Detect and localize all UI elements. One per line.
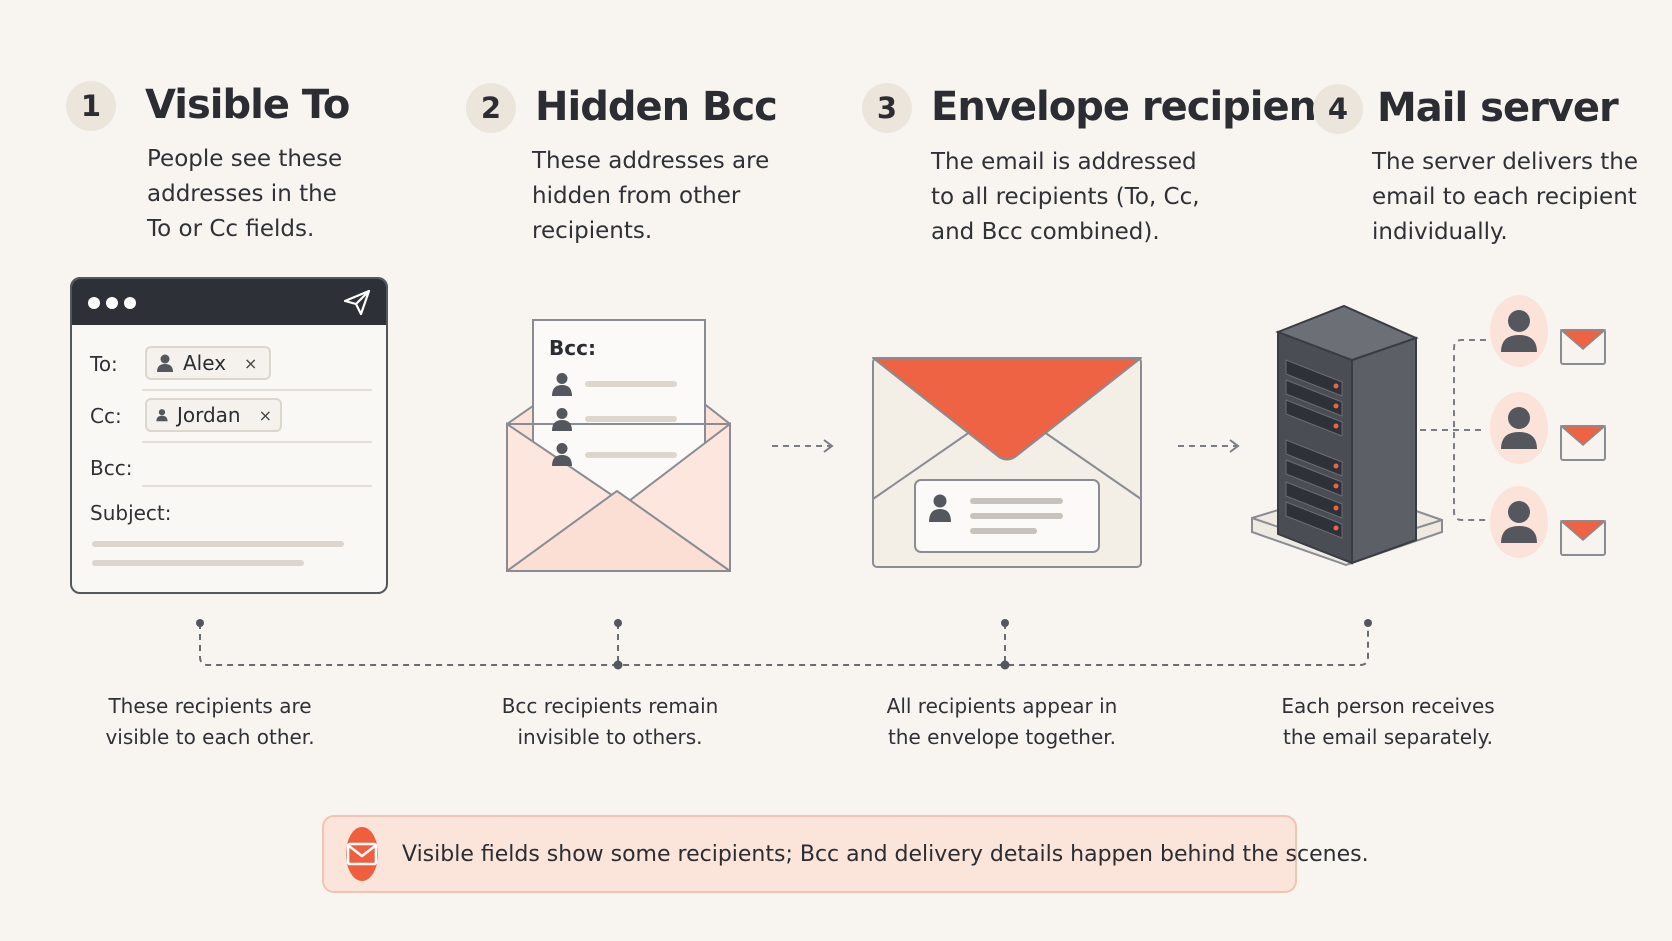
step-2-title: Hidden Bcc [535,84,778,130]
to-recipient-chip[interactable]: Alex × [145,346,271,380]
to-recipient-name: Alex [183,351,227,375]
summary-banner-text: Visible fields show some recipients; Bcc… [402,841,1369,867]
delivery-branch-lines [1420,339,1486,521]
dashed-arrow-icon [772,439,834,453]
bcc-field-divider [142,485,372,487]
step-1-description: People see these addresses in the To or … [147,146,343,242]
mail-icon [346,827,378,881]
recipient-mail-icon [1560,329,1606,365]
person-icon [929,494,951,522]
recipient-avatar-icon [1490,486,1548,558]
bcc-label: Bcc: [90,456,133,480]
send-icon [343,289,371,316]
person-icon [156,409,168,422]
recipient-mail-icon [1560,520,1606,556]
remove-icon[interactable]: × [244,353,258,373]
person-icon [552,443,572,466]
window-dot-icon [106,297,118,309]
step-3-caption: All recipients appear in the envelope to… [886,694,1118,749]
person-icon [552,373,572,396]
recipient-mail-icon [1560,425,1606,461]
window-dot-icon [88,297,100,309]
dashed-arrow-icon [1178,439,1240,453]
envelope-recipient-illustration [872,357,1142,568]
hidden-address-line [585,452,677,458]
step-1-caption: These recipients are visible to each oth… [105,694,315,749]
bcc-envelope-illustration [506,319,731,572]
person-icon [157,354,173,372]
step-3-description: The email is addressed to all recipients… [931,149,1200,245]
step-1-title: Visible To [145,82,350,128]
subject-label: Subject: [90,501,172,525]
summary-banner: Visible fields show some recipients; Bcc… [322,815,1369,893]
step-3-number: 3 [862,83,912,133]
composer-title-bar [72,279,386,325]
step-1-number: 1 [66,81,116,131]
cc-recipient-chip[interactable]: Jordan × [145,398,282,432]
step-2-number: 2 [466,83,516,133]
caption-connector-line [196,619,1372,670]
hidden-address-line [585,416,677,422]
to-label: To: [90,352,118,376]
mail-server-illustration [1251,304,1443,567]
step-4-title: Mail server [1377,85,1619,131]
step-4-caption: Each person receives the email separatel… [1281,694,1495,749]
bcc-letter-label: Bcc: [549,336,596,360]
cc-recipient-name: Jordan [176,403,241,427]
person-icon [552,408,572,431]
window-dot-icon [124,297,136,309]
body-placeholder-line [92,560,304,566]
cc-label: Cc: [90,404,122,428]
step-2-description: These addresses are hidden from other re… [532,148,770,244]
remove-icon[interactable]: × [258,405,272,425]
email-composer-window: To: Alex × Cc: Jordan × Bcc: Subject: [70,277,388,594]
step-3-title: Envelope recipient [931,84,1335,130]
body-placeholder-line [92,541,344,547]
step-2-caption: Bcc recipients remain invisible to other… [501,694,719,749]
cc-field-divider [142,441,372,443]
step-4-number: 4 [1313,84,1363,134]
step-4-description: The server delivers the email to each re… [1372,149,1638,245]
hidden-address-line [585,381,677,387]
to-field-divider [142,389,372,391]
recipient-avatar-icon [1490,392,1548,464]
recipient-avatar-icon [1490,295,1548,367]
